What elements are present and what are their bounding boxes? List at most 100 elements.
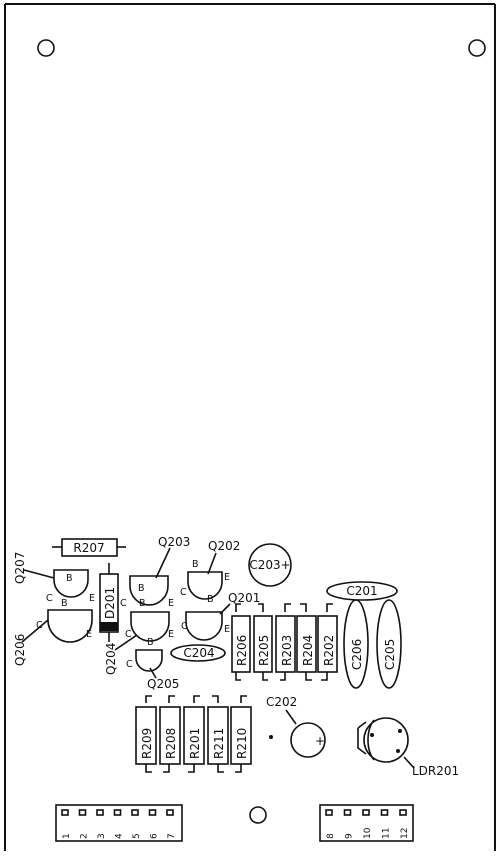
capacitor-c205: C205 xyxy=(376,599,402,689)
connector-pin-pad xyxy=(61,809,69,816)
resistor-r201: R201 xyxy=(183,695,205,773)
connector-pin-pad xyxy=(131,809,139,816)
connector-pin-pad xyxy=(78,809,87,816)
label-c202: C202 xyxy=(266,695,297,709)
pin-c: C xyxy=(180,587,187,598)
connector-pin-label: 5 xyxy=(132,833,142,839)
resistor-r203: R203 xyxy=(275,603,296,681)
label-r204: R204 xyxy=(301,635,315,666)
transistor-q206: Q206 B C E xyxy=(13,598,93,666)
resistor-r211: R211 xyxy=(207,695,229,773)
pin-e: E xyxy=(168,598,174,609)
pin-e: E xyxy=(224,572,230,583)
label-c201: C201 xyxy=(346,584,377,598)
pin-c: C xyxy=(120,598,127,609)
resistor-bank-lower: R209 R208 R201 R211 R210 xyxy=(135,695,252,773)
connector-pin-label: 8 xyxy=(326,833,336,839)
connector-pin-label: 11 xyxy=(382,828,392,839)
label-ldr201: LDR201 xyxy=(412,764,459,778)
connector-pin-label: 2 xyxy=(80,833,90,839)
connector-pin-pad xyxy=(343,809,352,816)
label-q204: Q204 xyxy=(104,643,118,675)
pin-c: C xyxy=(36,620,43,631)
label-r208: R208 xyxy=(164,728,178,759)
pin-b: B xyxy=(139,598,146,609)
label-r202: R202 xyxy=(322,635,336,666)
board-outline xyxy=(4,3,496,851)
label-d201: D201 xyxy=(103,587,117,619)
pin-c: C xyxy=(46,593,53,604)
label-q203: Q203 xyxy=(158,535,190,549)
pin-c: C xyxy=(125,629,132,640)
pin-c: C xyxy=(181,621,188,632)
resistor-r206: R206 xyxy=(231,603,251,681)
pin-b: B xyxy=(138,583,145,594)
pin-e: E xyxy=(89,593,95,604)
ldr-ldr201: LDR201 xyxy=(357,717,459,778)
pin-c: C xyxy=(126,659,133,670)
pad-dot xyxy=(269,735,273,739)
label-r206: R206 xyxy=(235,635,249,666)
label-q201: Q201 xyxy=(228,591,260,605)
connector-pin-pad xyxy=(113,809,122,816)
resistor-r207: R207 xyxy=(52,538,126,557)
connector-pin-label: 10 xyxy=(363,827,373,839)
mounting-hole-top-right xyxy=(468,39,486,57)
label-c205: C205 xyxy=(383,639,397,670)
transistor-q204: Q204 B C E xyxy=(104,598,174,675)
mounting-hole-top-left xyxy=(37,39,55,57)
pin-b: B xyxy=(66,573,73,584)
connector-pin-pad xyxy=(148,809,157,816)
pin-e: E xyxy=(224,624,230,635)
label-q207: Q207 xyxy=(13,552,27,584)
label-c206: C206 xyxy=(350,639,364,670)
connector-pin-label: 1 xyxy=(62,833,72,839)
resistor-r209: R209 xyxy=(135,695,157,773)
pin-e: E xyxy=(86,629,92,640)
resistor-r205: R205 xyxy=(253,603,273,681)
pin-b: B xyxy=(147,637,154,648)
label-r203: R203 xyxy=(280,635,294,666)
capacitor-c203: C203+ xyxy=(248,543,292,587)
resistor-r204: R204 xyxy=(296,603,317,681)
mounting-hole-bottom xyxy=(249,806,267,824)
pin-b: B xyxy=(192,559,199,570)
capacitor-c201: C201 xyxy=(326,581,398,601)
pin-e: E xyxy=(168,629,174,640)
transistor-q207: Q207 B C E xyxy=(13,552,95,604)
connector-pin-pad xyxy=(325,809,333,816)
pin-b: B xyxy=(207,594,214,605)
label-q206: Q206 xyxy=(13,634,27,666)
label-q205: Q205 xyxy=(147,677,179,691)
resistor-r202: R202 xyxy=(317,603,338,681)
capacitor-c202: C202 + xyxy=(266,695,326,758)
label-r207: R207 xyxy=(73,541,104,555)
label-r205: R205 xyxy=(257,635,271,666)
connector-pin-pad xyxy=(166,809,174,816)
label-c203: C203+ xyxy=(249,558,290,572)
diode-d201: D201 xyxy=(99,563,119,642)
polarity-plus: + xyxy=(315,734,325,748)
transistor-q205: Q205 B C xyxy=(126,637,179,691)
connector-pin-label: 4 xyxy=(115,833,125,839)
connector-pin-pad xyxy=(399,809,407,816)
capacitor-c206: C206 xyxy=(343,599,369,689)
connector-pin-label: 12 xyxy=(400,828,410,839)
label-r210: R210 xyxy=(235,728,249,759)
label-c204: C204 xyxy=(183,646,214,660)
capacitor-c204: C204 xyxy=(170,644,226,662)
resistor-r208: R208 xyxy=(159,695,181,773)
connector-pin-label: 6 xyxy=(150,833,160,839)
connector-pin-label: 9 xyxy=(345,833,355,839)
transistor-q203: Q203 B C E xyxy=(120,535,190,609)
connector-pin-pad xyxy=(96,809,104,816)
transistor-q202: Q202 B C E xyxy=(180,539,240,600)
resistor-bank-upper: R206 R205 R203 R204 R202 xyxy=(231,603,338,681)
connector-pin-label: 3 xyxy=(97,833,107,839)
connector-pin-pad xyxy=(362,809,370,816)
label-q202: Q202 xyxy=(208,539,240,553)
label-r211: R211 xyxy=(212,728,226,759)
label-r201: R201 xyxy=(188,728,202,759)
